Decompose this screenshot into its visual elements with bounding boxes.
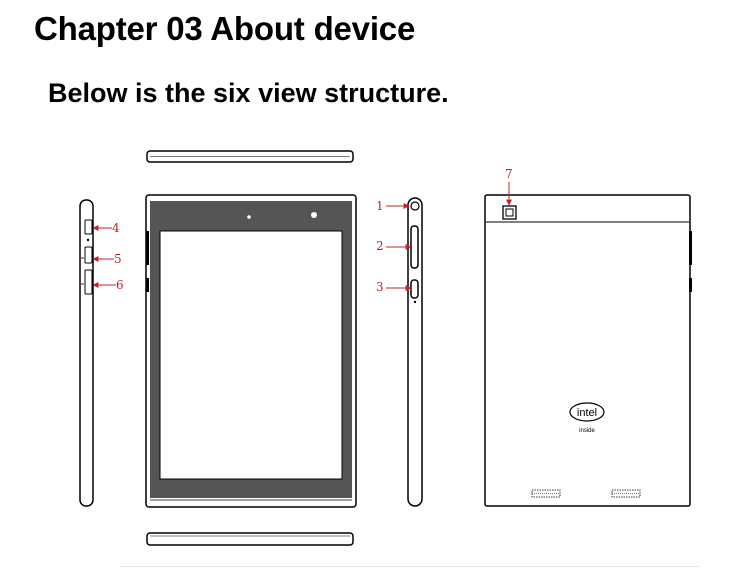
front-view: [145, 194, 357, 508]
callout-label: 5: [114, 252, 122, 266]
bottom-view: [146, 532, 354, 546]
side-button-icon: [410, 279, 419, 299]
side-port-icon: [84, 246, 93, 264]
callout-label: 2: [376, 239, 384, 253]
callout-6: 6: [92, 278, 124, 292]
callout-7: 7: [505, 167, 513, 206]
logo-text: intel: [577, 407, 597, 419]
back-view: intel inside: [484, 194, 692, 507]
chapter-heading: Chapter 03 About device: [34, 10, 416, 47]
speaker-grille-icon: [531, 489, 641, 498]
top-view: [146, 150, 354, 163]
callout-4: 4: [92, 221, 120, 235]
callout-5: 5: [92, 252, 122, 266]
page-divider: [120, 566, 700, 567]
power-button-icon: [410, 201, 420, 211]
callout-1: 1: [376, 199, 410, 213]
intel-inside-logo-icon: intel inside: [569, 402, 605, 434]
callout-label: 7: [505, 167, 513, 181]
callout-3: 3: [376, 280, 412, 294]
left-side-view: [79, 199, 94, 507]
side-port-icon: [84, 219, 93, 235]
callout-label: 3: [376, 280, 384, 294]
callout-2: 2: [376, 239, 412, 253]
callout-label: 6: [116, 278, 124, 292]
light-sensor-icon: [247, 215, 251, 219]
screen-display: [159, 230, 343, 480]
callout-label: 4: [112, 221, 120, 235]
section-subheading: Below is the six view structure.: [48, 78, 449, 108]
card-slot-icon: [84, 269, 93, 295]
front-camera-icon: [311, 212, 317, 218]
logo-subtext: inside: [579, 428, 595, 434]
callout-label: 1: [376, 199, 384, 213]
volume-rocker-icon: [410, 225, 419, 269]
right-side-view: [407, 197, 423, 507]
